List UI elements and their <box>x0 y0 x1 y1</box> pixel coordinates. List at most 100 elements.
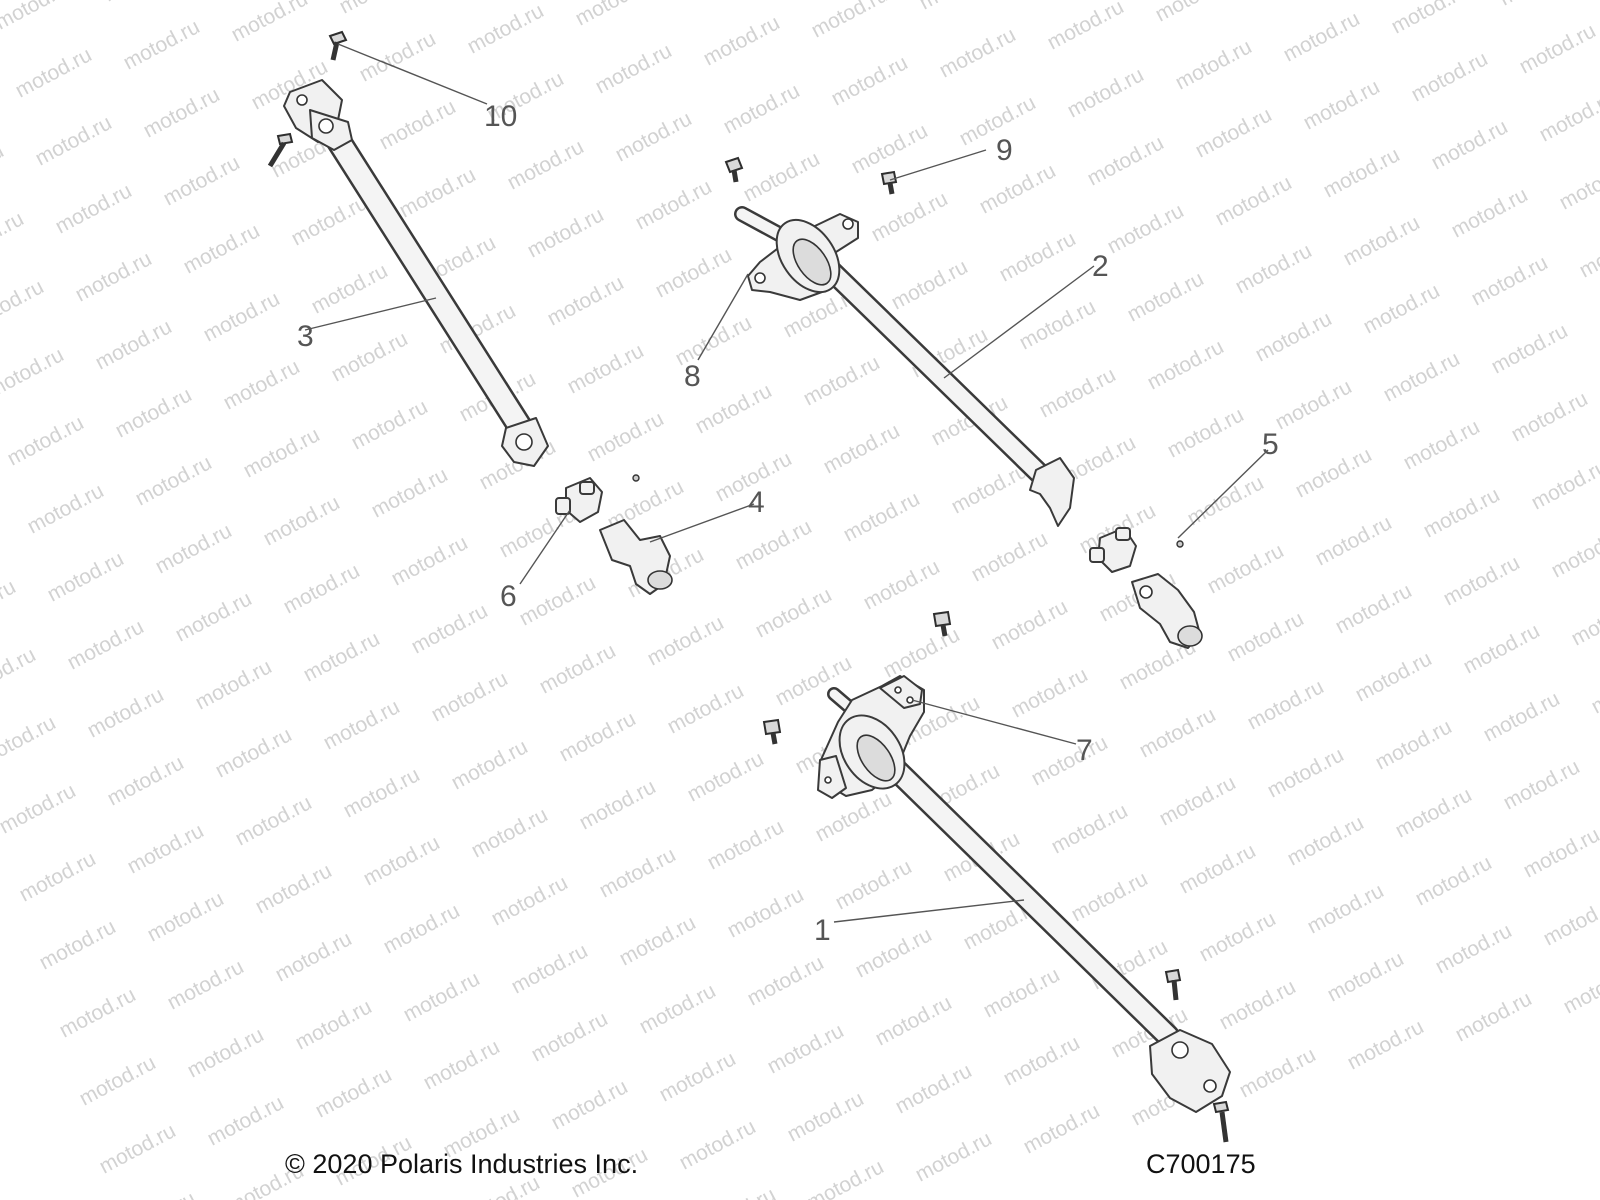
watermark-text: motod.ru <box>860 555 944 614</box>
watermark-text: motod.ru <box>292 995 376 1054</box>
watermark-text: motod.ru <box>1352 647 1436 706</box>
watermark-text: motod.ru <box>464 0 548 58</box>
watermark-text: motod.ru <box>664 679 748 738</box>
watermark-text: motod.ru <box>692 379 776 438</box>
watermark-text: motod.ru <box>1508 387 1592 446</box>
watermark-text: motod.ru <box>980 963 1064 1022</box>
watermark-text: motod.ru <box>408 599 492 658</box>
watermark-text: motod.ru <box>232 791 316 850</box>
watermark-text: motod.ru <box>1136 703 1220 762</box>
watermark-text: motod.ru <box>260 491 344 550</box>
watermark-text: motod.ru <box>800 351 884 410</box>
watermark-text: motod.ru <box>376 95 460 154</box>
watermark-text: motod.ru <box>420 1035 504 1094</box>
yoke-right-drawing <box>1131 573 1203 649</box>
watermark-text: motod.ru <box>212 723 296 782</box>
watermark-text: motod.ru <box>1304 879 1388 938</box>
watermark-text: motod.ru <box>1152 0 1236 26</box>
watermark-text: motod.ru <box>1460 619 1544 678</box>
watermark-text: motod.ru <box>340 763 424 822</box>
watermark-text: motod.ru <box>652 243 736 302</box>
watermark-text: motod.ru <box>1044 0 1128 54</box>
watermark-text: motod.ru <box>504 135 588 194</box>
watermark-text: motod.ru <box>1216 975 1300 1034</box>
watermark-text: motod.ru <box>1528 455 1600 514</box>
watermark-text: motod.ru <box>764 1019 848 1078</box>
watermark-text: motod.ru <box>336 0 420 18</box>
watermark-text: motod.ru <box>996 227 1080 286</box>
shaft-2-drawing <box>724 156 1075 527</box>
watermark-text: motod.ru <box>1516 19 1600 78</box>
watermark-text: motod.ru <box>64 615 148 674</box>
watermark-text: motod.ru <box>1448 183 1532 242</box>
watermark-text: motod.ru <box>388 531 472 590</box>
watermark-text: motod.ru <box>1176 839 1260 898</box>
watermark-text: motod.ru <box>0 711 60 770</box>
callout-1: 1 <box>814 914 831 947</box>
watermark-text: motod.ru <box>1264 743 1348 802</box>
watermark-text: motod.ru <box>1196 907 1280 966</box>
watermark-text: motod.ru <box>968 527 1052 586</box>
watermark-text: motod.ru <box>0 0 76 34</box>
watermark-text: motod.ru <box>784 1087 868 1146</box>
watermark-text: motod.ru <box>228 0 312 46</box>
watermark-text: motod.ru <box>616 911 700 970</box>
callout-8: 8 <box>684 360 701 393</box>
watermark-text: motod.ru <box>160 151 244 210</box>
callout-9: 9 <box>996 134 1013 167</box>
callout-2: 2 <box>1092 250 1109 283</box>
watermark-text: motod.ru <box>164 955 248 1014</box>
callout-4: 4 <box>748 486 765 519</box>
watermark-text: motod.ru <box>320 695 404 754</box>
watermark-text: motod.ru <box>240 423 324 482</box>
watermark-text: motod.ru <box>1048 799 1132 858</box>
watermark-text: motod.ru <box>1540 891 1600 950</box>
watermark-text: motod.ru <box>1400 415 1484 474</box>
watermark-text: motod.ru <box>144 887 228 946</box>
watermark-text: motod.ru <box>1548 523 1600 582</box>
watermark-text: motod.ru <box>1244 675 1328 734</box>
watermark-text: motod.ru <box>448 735 532 794</box>
watermark-text: motod.ru <box>680 0 764 2</box>
watermark-text: motod.ru <box>1184 471 1268 530</box>
watermark-text: motod.ru <box>596 843 680 902</box>
watermark-text: motod.ru <box>288 191 372 250</box>
copyright-notice: © 2020 Polaris Industries Inc. <box>285 1149 639 1179</box>
watermark-text: motod.ru <box>1292 443 1376 502</box>
watermark-text: motod.ru <box>124 819 208 878</box>
watermark-text: motod.ru <box>1156 771 1240 830</box>
watermark-text: motod.ru <box>280 559 364 618</box>
watermark-text: motod.ru <box>988 595 1072 654</box>
watermark-text: motod.ru <box>0 779 80 838</box>
watermark-text: motod.ru <box>220 355 304 414</box>
watermark-text: motod.ru <box>820 419 904 478</box>
watermark-text: motod.ru <box>804 1155 888 1200</box>
watermark-text: motod.ru <box>828 51 912 110</box>
watermark-text: motod.ru <box>636 979 720 1038</box>
watermark-text: motod.ru <box>396 163 480 222</box>
callout-3: 3 <box>297 320 314 353</box>
watermark-text: motod.ru <box>1224 607 1308 666</box>
watermark-text: motod.ru <box>572 0 656 30</box>
watermark-text: motod.ru <box>1488 319 1572 378</box>
watermark-text: motod.ru <box>200 287 284 346</box>
watermark-text: motod.ru <box>1452 987 1536 1046</box>
watermark-text: motod.ru <box>252 859 336 918</box>
watermark-text: motod.ru <box>1036 363 1120 422</box>
watermark-text: motod.ru <box>1468 251 1552 310</box>
watermark-text: motod.ru <box>684 747 768 806</box>
watermark-text: motod.ru <box>308 259 392 318</box>
watermark-text: motod.ru <box>1536 87 1600 146</box>
watermark-text: motod.ru <box>104 751 188 810</box>
watermark-text: motod.ru <box>676 1115 760 1174</box>
watermark-text: motod.ru <box>1568 591 1600 650</box>
watermark-text: motod.ru <box>508 939 592 998</box>
watermark-text: motod.ru <box>832 855 916 914</box>
watermark-text: motod.ru <box>0 643 40 702</box>
watermark-text: motod.ru <box>516 571 600 630</box>
watermark-text: motod.ru <box>880 623 964 682</box>
watermark-text: motod.ru <box>1252 307 1336 366</box>
watermark-text: motod.ru <box>272 927 356 986</box>
watermark-text: motod.ru <box>4 411 88 470</box>
